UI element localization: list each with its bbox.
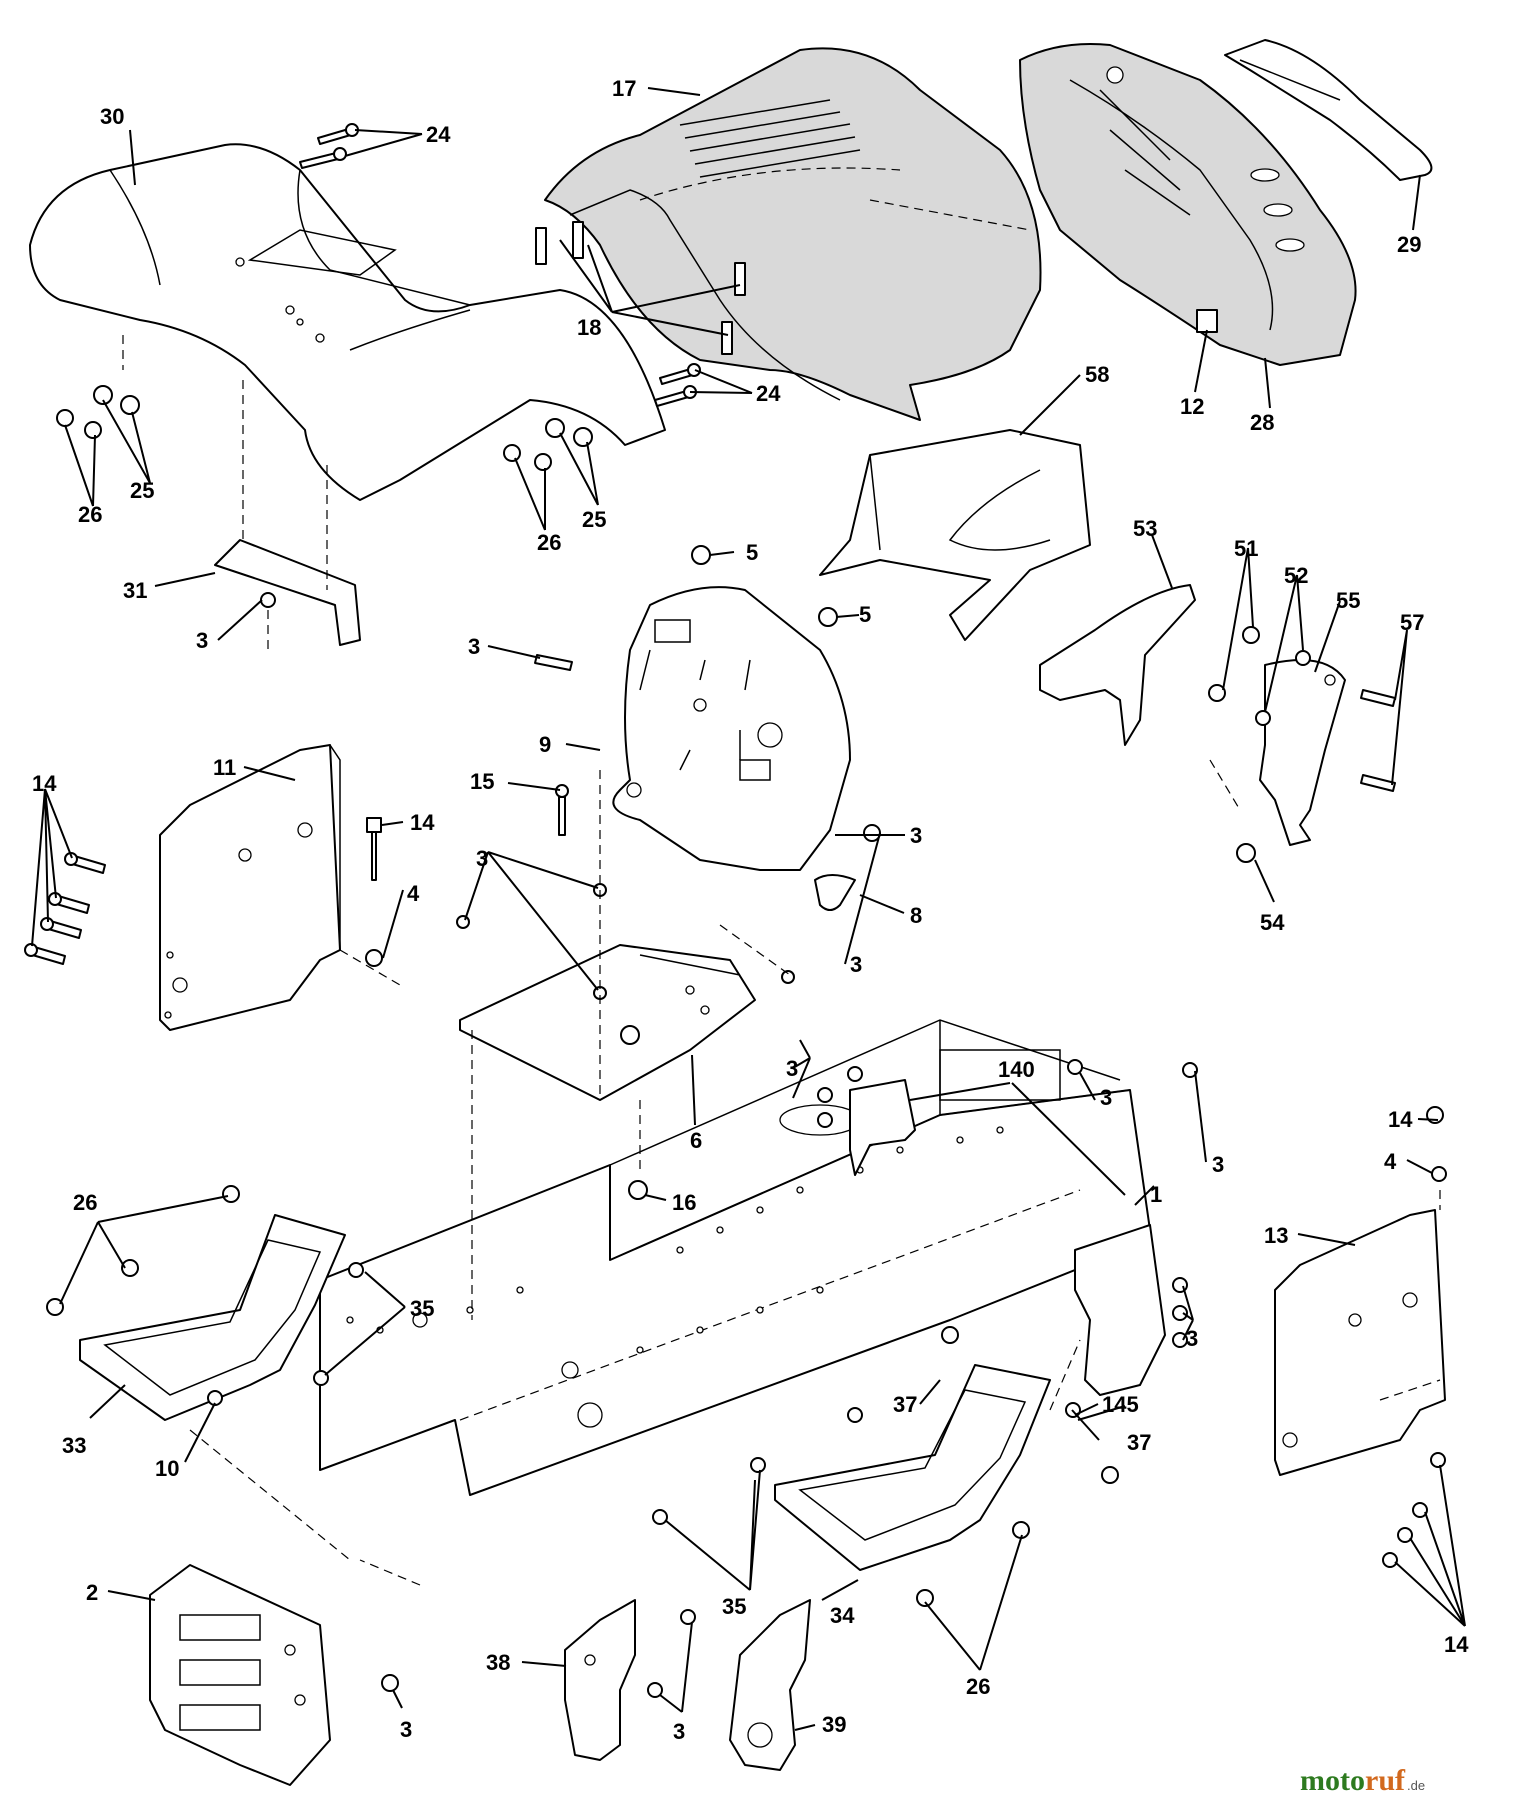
callout-140: 140 [998, 1057, 1035, 1082]
callout-24: 24 [756, 381, 781, 406]
callout-3: 3 [196, 628, 208, 653]
callout-labels: 30 24 17 29 18 24 12 28 58 26 25 26 25 3… [32, 76, 1469, 1744]
callout-53: 53 [1133, 516, 1157, 541]
part-rear-plate [149, 1564, 331, 1786]
callout-5: 5 [746, 540, 758, 565]
part-bracket-53 [1039, 584, 1196, 746]
part-fender-top [29, 143, 666, 501]
callout-25: 25 [130, 478, 154, 503]
part-bracket-39 [729, 1599, 811, 1771]
part-lens [1224, 39, 1433, 181]
callout-57: 57 [1400, 610, 1424, 635]
callout-4: 4 [407, 881, 420, 906]
callout-29: 29 [1397, 232, 1421, 257]
watermark-green: moto [1300, 1764, 1365, 1797]
part-pedal-plate [1259, 659, 1346, 846]
callout-4: 4 [1384, 1149, 1397, 1174]
callout-35: 35 [722, 1594, 746, 1619]
leader-lines [31, 87, 1466, 1731]
callout-3: 3 [786, 1056, 798, 1081]
part-hood-bumpers [535, 221, 746, 355]
callout-25: 25 [582, 507, 606, 532]
part-side-panel-left [159, 744, 341, 1031]
callout-3: 3 [1186, 1326, 1198, 1351]
callout-3: 3 [476, 846, 488, 871]
callout-14: 14 [1444, 1632, 1469, 1657]
callout-8: 8 [910, 903, 922, 928]
callout-52: 52 [1284, 563, 1308, 588]
callout-51: 51 [1234, 536, 1258, 561]
callout-35: 35 [410, 1296, 434, 1321]
part-side-panel-right [1274, 1209, 1446, 1476]
callout-15: 15 [470, 769, 494, 794]
callout-17: 17 [612, 76, 636, 101]
part-clamp [814, 874, 856, 911]
callout-9: 9 [539, 732, 551, 757]
callout-3: 3 [468, 634, 480, 659]
part-frame-bracket-right [1074, 1224, 1166, 1396]
part-hood [544, 47, 1042, 421]
callout-3: 3 [400, 1717, 412, 1742]
callout-31: 31 [123, 578, 147, 603]
callout-55: 55 [1336, 588, 1360, 613]
part-clip [1196, 309, 1218, 333]
callout-3: 3 [673, 1719, 685, 1744]
callout-30: 30 [100, 104, 124, 129]
callout-1: 1 [1150, 1182, 1162, 1207]
part-footrest-left [79, 1214, 346, 1421]
callout-145: 145 [1102, 1392, 1139, 1417]
part-frame-bracket [849, 1079, 916, 1176]
callout-12: 12 [1180, 394, 1204, 419]
callout-3: 3 [1212, 1152, 1224, 1177]
callout-10: 10 [155, 1456, 179, 1481]
watermark-suffix: .de [1407, 1778, 1425, 1793]
callout-26: 26 [537, 530, 561, 555]
watermark-orange: ruf [1365, 1764, 1406, 1797]
callout-33: 33 [62, 1433, 86, 1458]
callout-6: 6 [690, 1128, 702, 1153]
callout-37: 37 [1127, 1430, 1151, 1455]
callout-14: 14 [1388, 1107, 1413, 1132]
callout-28: 28 [1250, 410, 1274, 435]
callout-5: 5 [859, 602, 871, 627]
hood-vents [679, 99, 861, 178]
fasteners [24, 123, 1447, 1698]
part-footrest-right [774, 1364, 1051, 1571]
callout-3: 3 [1100, 1085, 1112, 1110]
callout-26: 26 [73, 1190, 97, 1215]
part-dash-panel [612, 586, 851, 871]
callout-14: 14 [32, 771, 57, 796]
callout-24: 24 [426, 122, 451, 147]
assembly-lines [122, 335, 1441, 1586]
callout-2: 2 [86, 1580, 98, 1605]
callout-26: 26 [966, 1674, 990, 1699]
callout-3: 3 [910, 823, 922, 848]
callout-11: 11 [213, 755, 236, 780]
callout-18: 18 [577, 315, 601, 340]
watermark-logo: motoruf .de [1300, 1764, 1425, 1797]
callout-39: 39 [822, 1712, 846, 1737]
callout-38: 38 [486, 1650, 510, 1675]
svg-text:motoruf: motoruf [1300, 1764, 1406, 1797]
part-dash-cowl [819, 429, 1091, 641]
part-grille-housing [1019, 43, 1357, 366]
callout-34: 34 [830, 1603, 855, 1628]
frame-holes [346, 1126, 1004, 1354]
callout-54: 54 [1260, 910, 1285, 935]
callout-16: 16 [672, 1190, 696, 1215]
part-floor-plate [459, 944, 756, 1101]
callout-37: 37 [893, 1392, 917, 1417]
callout-14: 14 [410, 810, 435, 835]
callout-3: 3 [850, 952, 862, 977]
part-bracket-38 [564, 1599, 636, 1761]
callout-58: 58 [1085, 362, 1109, 387]
callout-26: 26 [78, 502, 102, 527]
callout-13: 13 [1264, 1223, 1288, 1248]
